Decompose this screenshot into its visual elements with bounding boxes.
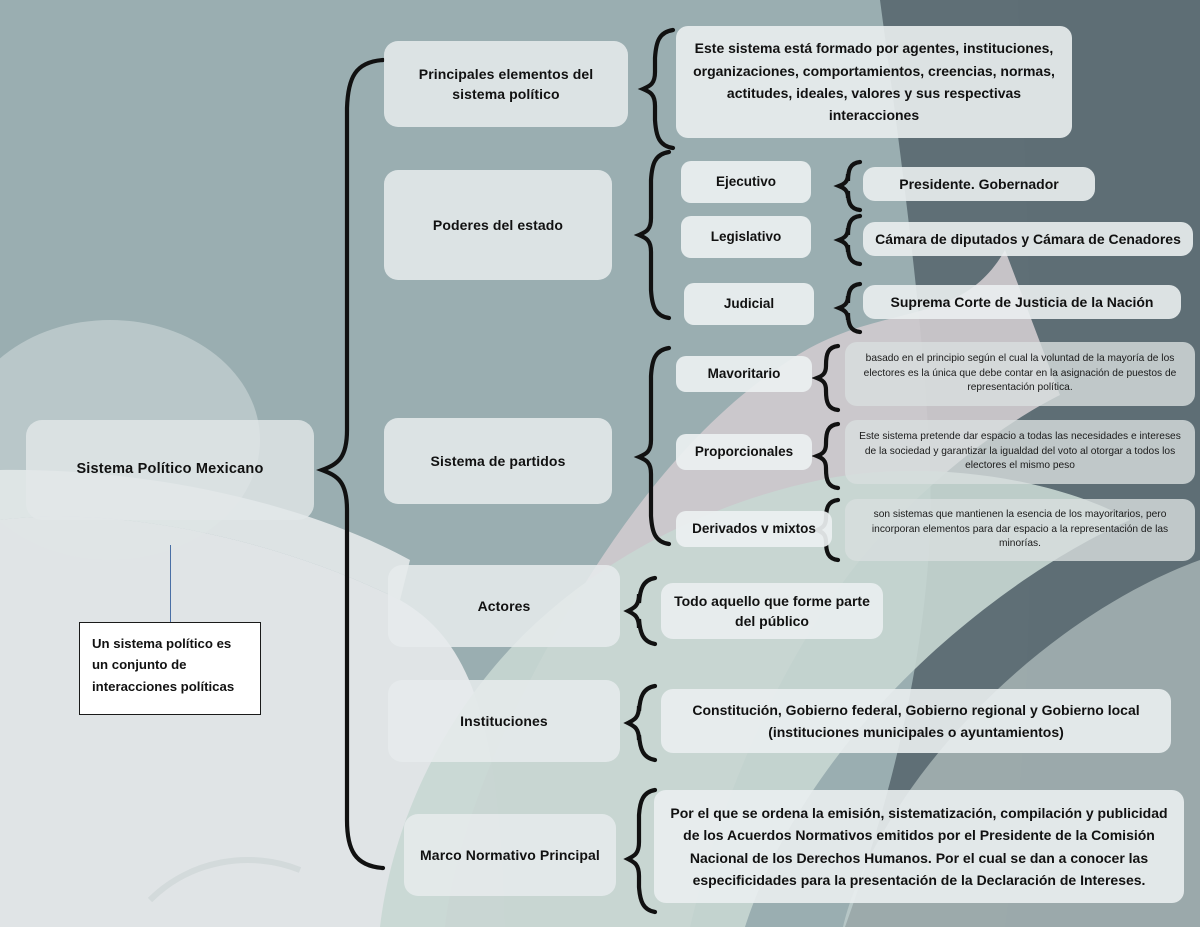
branch-poderes-del-estado[interactable]: Poderes del estado <box>384 170 612 280</box>
root-note-connector <box>170 545 172 625</box>
detail-ejecutivo[interactable]: Presidente. Gobernador <box>863 167 1095 201</box>
child-legislativo[interactable]: Legislativo <box>681 216 811 258</box>
child-proporcionales[interactable]: Proporcionales <box>676 434 812 470</box>
branch-instituciones[interactable]: Instituciones <box>388 680 620 762</box>
detail-instituciones[interactable]: Constitución, Gobierno federal, Gobierno… <box>661 689 1171 753</box>
definition-note: Un sistema político es un conjunto de in… <box>79 622 261 715</box>
branch-label: Poderes del estado <box>432 216 564 233</box>
child-derivados-y-mixtos[interactable]: Derivados v mixtos <box>676 511 832 547</box>
detail-text: Cámara de diputados y Cámara de Cenadore… <box>875 230 1181 247</box>
detail-principales-elementos[interactable]: Este sistema está formado por agentes, i… <box>676 26 1072 138</box>
detail-actores[interactable]: Todo aquello que forme parte del público <box>661 583 883 639</box>
child-judicial[interactable]: Judicial <box>684 283 814 325</box>
detail-derivados-y-mixtos[interactable]: son sistemas que mantienen la esencia de… <box>845 499 1195 561</box>
detail-text: Constitución, Gobierno federal, Gobierno… <box>692 701 1140 740</box>
root-node[interactable]: Sistema Político Mexicano <box>26 420 314 520</box>
detail-proporcionales[interactable]: Este sistema pretende dar espacio a toda… <box>845 420 1195 484</box>
child-ejecutivo[interactable]: Ejecutivo <box>681 161 811 203</box>
child-label: Mavoritario <box>707 366 781 382</box>
detail-marco-normativo[interactable]: Por el que se ordena la emisión, sistema… <box>654 790 1184 903</box>
definition-note-text: Un sistema político es un conjunto de in… <box>92 636 235 694</box>
root-node-label: Sistema Político Mexicano <box>76 461 264 478</box>
detail-text: basado en el principio según el cual la … <box>863 353 1177 394</box>
detail-text: Por el que se ordena la emisión, sistema… <box>670 804 1168 888</box>
branch-label: Marco Normativo Principal <box>420 846 600 863</box>
child-mavoritario[interactable]: Mavoritario <box>676 356 812 392</box>
branch-label: Sistema de partidos <box>430 452 566 469</box>
detail-legislativo[interactable]: Cámara de diputados y Cámara de Cenadore… <box>863 222 1193 256</box>
branch-label: Instituciones <box>460 712 548 729</box>
detail-text: Este sistema pretende dar espacio a toda… <box>859 431 1181 472</box>
branch-principales-elementos[interactable]: Principales elementos del sistema políti… <box>384 41 628 127</box>
child-label: Proporcionales <box>694 444 794 460</box>
detail-text: Suprema Corte de Justicia de la Nación <box>890 293 1154 310</box>
branch-marco-normativo[interactable]: Marco Normativo Principal <box>404 814 616 896</box>
branch-label: Actores <box>477 597 531 614</box>
detail-judicial[interactable]: Suprema Corte de Justicia de la Nación <box>863 285 1181 319</box>
branch-sistema-de-partidos[interactable]: Sistema de partidos <box>384 418 612 504</box>
detail-mavoritario[interactable]: basado en el principio según el cual la … <box>845 342 1195 406</box>
branch-label: Principales elementos del sistema políti… <box>418 65 594 102</box>
branch-actores[interactable]: Actores <box>388 565 620 647</box>
child-label: Ejecutivo <box>715 174 777 190</box>
detail-text: son sistemas que mantienen la esencia de… <box>871 509 1169 550</box>
detail-text: Todo aquello que forme parte del público <box>674 592 870 629</box>
detail-text: Presidente. Gobernador <box>899 175 1059 192</box>
child-label: Judicial <box>723 296 775 312</box>
child-label: Legislativo <box>710 229 782 245</box>
child-label: Derivados v mixtos <box>692 521 816 537</box>
detail-text: Este sistema está formado por agentes, i… <box>693 40 1055 124</box>
